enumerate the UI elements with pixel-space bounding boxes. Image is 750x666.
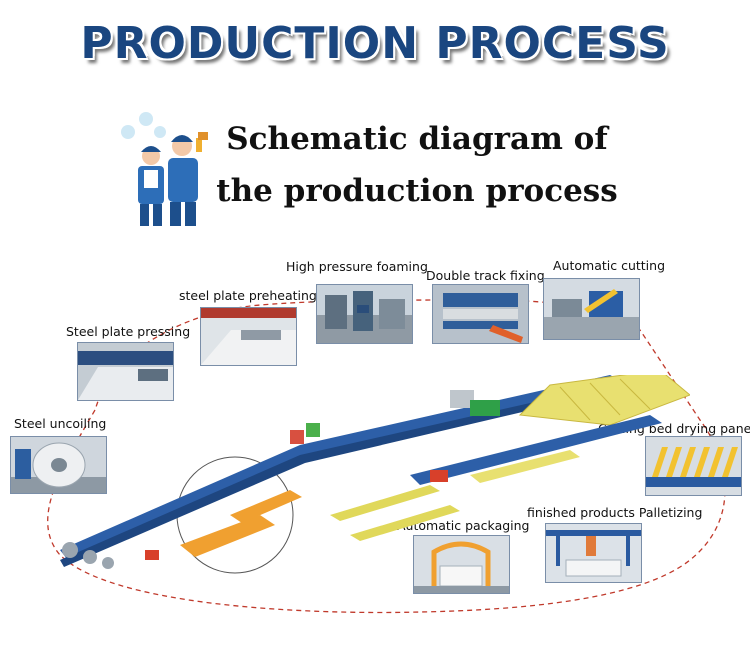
subtitle-line-1: Schematic diagram of [226,121,608,157]
page-title: PRODUCTION PROCESS [80,18,670,69]
photo-automatic-packaging [413,535,510,594]
photo-steel-uncoiling [10,436,107,494]
label-automatic-cutting: Automatic cutting [553,258,666,273]
photo-finished-products-palletizing [545,523,642,583]
label-steel-plate-preheating: steel plate preheating [179,288,317,303]
photo-cooling-bed-drying-panel [645,436,742,496]
workers-illustration [121,112,208,226]
production-line-schematic [60,375,690,569]
diagram-subtitle: Schematic diagram of the production proc… [212,113,622,217]
label-steel-plate-pressing: Steel plate pressing [66,324,191,339]
photo-high-pressure-foaming [316,284,413,344]
label-finished-products-palletizing: finished products Palletizing [527,505,703,520]
photo-steel-plate-preheating [200,307,297,366]
photo-automatic-cutting [543,278,640,340]
label-steel-uncoiling: Steel uncoiling [14,416,107,431]
subtitle-line-2: the production process [216,173,618,209]
photo-double-track-fixing [432,284,529,344]
photo-steel-plate-pressing [77,342,174,401]
label-high-pressure-foaming: High pressure foaming [286,259,428,274]
label-double-track-fixing: Double track fixing [426,268,545,283]
label-automatic-packaging: Automatic packaging [397,518,530,533]
